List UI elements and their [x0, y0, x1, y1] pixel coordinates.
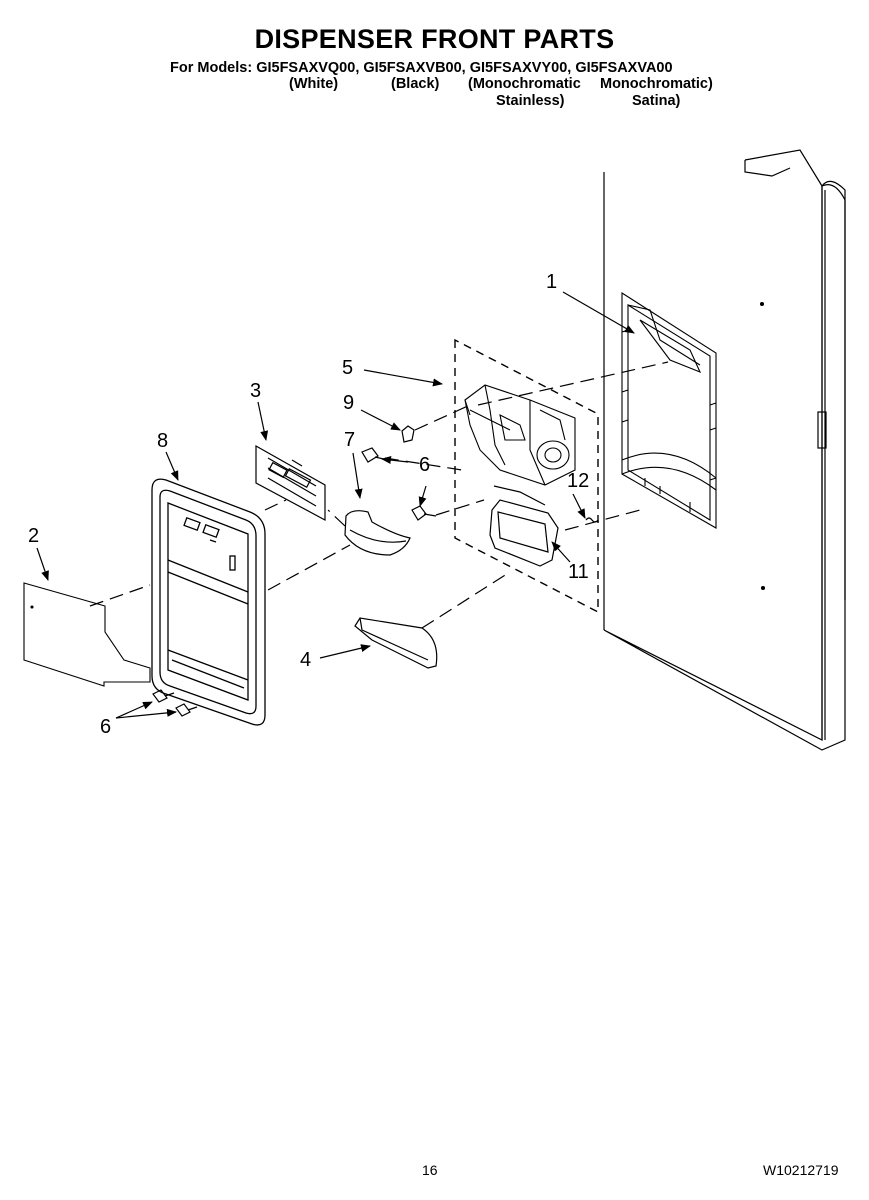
variant-mono-stainless-line2: Stainless) — [496, 93, 565, 109]
dispenser-housing-part-1 — [621, 291, 766, 591]
callout-4: 4 — [300, 649, 312, 671]
callout-8: 8 — [157, 430, 169, 452]
screw-part-6-lower-b — [175, 703, 198, 717]
callout-6-lower: 6 — [100, 716, 112, 738]
assembly-outline-part-5 — [454, 338, 599, 614]
refrigerator-door — [603, 149, 846, 751]
drip-tray-part-4 — [354, 617, 438, 669]
callout-9: 9 — [343, 392, 355, 414]
callout-3: 3 — [250, 380, 262, 402]
assembly-lines — [89, 361, 669, 629]
callout-6-upper: 6 — [419, 454, 431, 476]
variant-mono-satina-line2: Satina) — [632, 93, 681, 109]
variant-white: (White) — [289, 76, 339, 92]
screw-part-6-lower-a — [152, 689, 175, 703]
lever-part-11 — [489, 485, 559, 567]
callout-12: 12 — [567, 470, 590, 492]
screw-part-6-middle — [411, 505, 437, 521]
trim-frame-part-8 — [151, 478, 266, 726]
cover-part-7 — [344, 510, 411, 556]
variant-black: (Black) — [391, 76, 440, 92]
callout-7: 7 — [344, 429, 356, 451]
page-number: 16 — [422, 1162, 438, 1178]
callout-11: 11 — [568, 561, 589, 583]
callout-leaders — [36, 291, 635, 719]
variant-mono-satina-line1: Monochromatic) — [600, 76, 713, 92]
models-line: For Models: GI5FSAXVQ00, GI5FSAXVB00, GI… — [170, 60, 673, 76]
callout-2: 2 — [28, 525, 40, 547]
variant-mono-stainless-line1: (Monochromatic — [468, 76, 581, 92]
control-board-part-3 — [255, 444, 326, 522]
clip-part-9 — [401, 425, 415, 443]
page-title: DISPENSER FRONT PARTS — [254, 24, 615, 54]
label-plate-part-2 — [23, 582, 151, 687]
actuator-assembly-part-5 — [464, 384, 576, 486]
document-number: W10212719 — [763, 1162, 839, 1178]
callout-1: 1 — [546, 271, 558, 293]
screw-part-6-upper — [361, 447, 389, 463]
callout-5: 5 — [342, 357, 354, 379]
